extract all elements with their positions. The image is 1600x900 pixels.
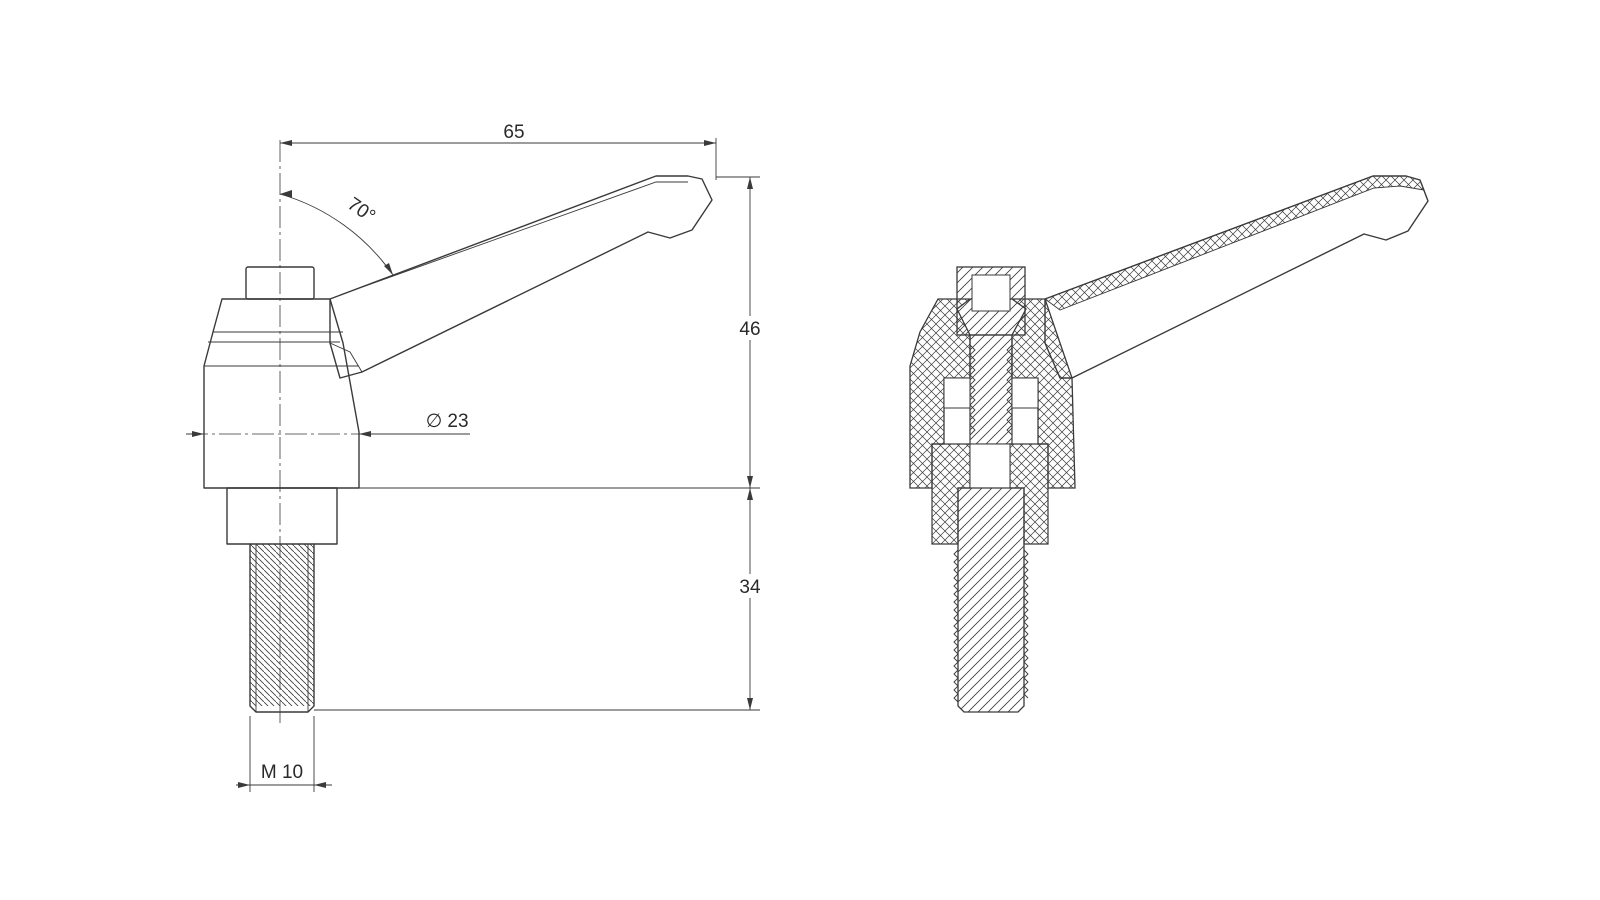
section-view — [909, 175, 1429, 713]
dim-body-height: 46 — [739, 319, 760, 340]
dimensions: 65 70° 46 34 ∅ 23 M 10 — [186, 122, 765, 792]
dim-thread-length: 34 — [739, 577, 761, 598]
section-stud — [957, 487, 1025, 713]
dim-thread-size: M 10 — [261, 762, 303, 783]
dim-lever-length: 65 — [503, 122, 524, 143]
threaded-stud — [249, 543, 315, 713]
lever-arm — [329, 175, 713, 379]
dim-lever-angle: 70° — [343, 194, 379, 228]
side-view — [186, 140, 713, 724]
dim-diameter-symbol: ∅ — [426, 411, 443, 432]
collar — [226, 487, 338, 545]
dim-body-diameter: 23 — [447, 411, 468, 432]
knob-body — [203, 298, 360, 489]
